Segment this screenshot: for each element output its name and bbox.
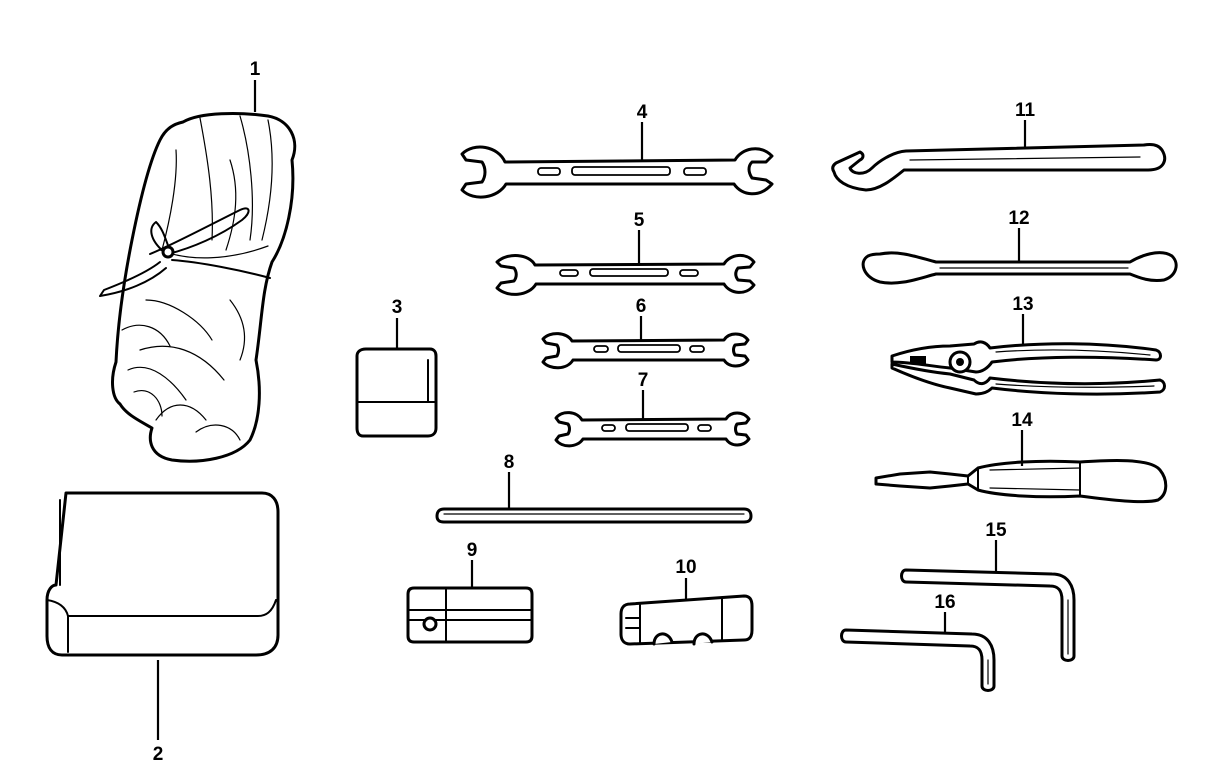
callout-11: 11	[1015, 100, 1036, 121]
screwdriver	[874, 458, 1168, 504]
callout-13: 13	[1012, 294, 1033, 315]
callout-7: 7	[638, 370, 649, 391]
callout-12: 12	[1008, 208, 1029, 229]
callout-9: 9	[467, 540, 478, 561]
callout-6: 6	[636, 296, 647, 317]
callout-16: 16	[934, 592, 955, 613]
hook-spanner	[831, 143, 1167, 192]
small-block	[355, 347, 438, 438]
callout-numbers: 1 2 3 4 5 6 7 8 9 10 11 12 13 14 15 16	[153, 59, 1036, 765]
callout-5: 5	[634, 210, 645, 231]
leader-lines	[156, 80, 1027, 740]
open-end-wrench-small	[541, 332, 750, 370]
callout-8: 8	[504, 452, 515, 473]
box-spanner	[406, 586, 534, 644]
plug-spanner	[619, 594, 754, 646]
callout-10: 10	[675, 557, 696, 578]
pliers	[890, 340, 1166, 396]
tool-roll-bag	[99, 112, 297, 463]
callout-3: 3	[392, 297, 403, 318]
tommy-bar-rod	[435, 507, 753, 524]
callout-2: 2	[153, 744, 164, 765]
hex-key-large	[900, 568, 1076, 662]
callout-1: 1	[250, 59, 261, 80]
callout-4: 4	[637, 102, 648, 123]
open-end-wrench-smallest	[554, 411, 751, 448]
hex-key-small	[840, 628, 996, 692]
callout-15: 15	[985, 520, 1007, 541]
open-end-wrench-medium	[495, 254, 756, 296]
tire-lever	[861, 251, 1178, 285]
callout-14: 14	[1011, 410, 1033, 431]
box-case	[45, 491, 280, 657]
open-end-wrench-large	[460, 145, 774, 199]
